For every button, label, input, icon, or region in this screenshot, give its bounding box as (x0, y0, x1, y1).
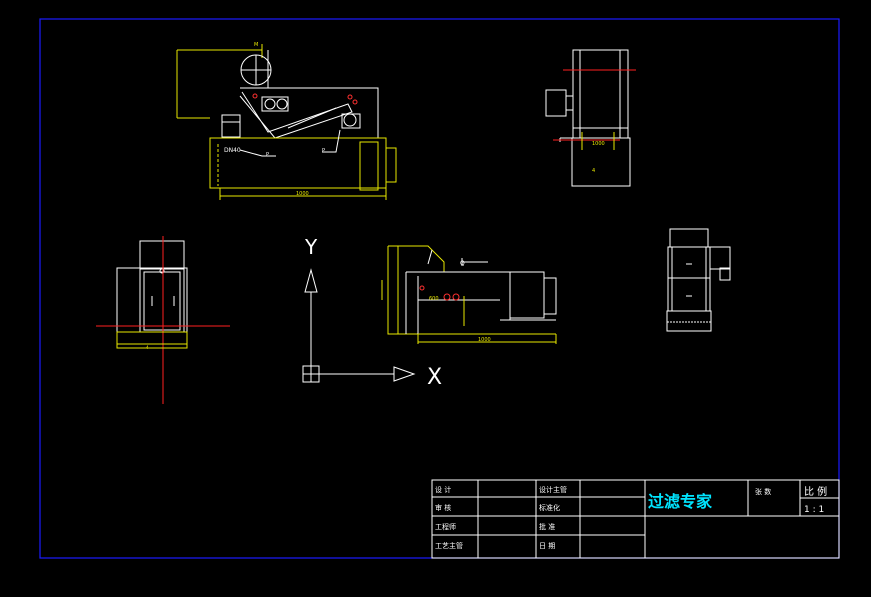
view4-dim-bottom: 1000 (478, 337, 491, 343)
ucs-x-label: X (427, 365, 442, 390)
ucs-icon (302, 268, 416, 383)
view1-dim-width: 1000 (296, 191, 309, 197)
view4-pivot (443, 293, 451, 301)
view1-motor-label: DN40 (224, 147, 241, 154)
front-elevation-view (381, 245, 557, 344)
title-row4-col3: 日 期 (539, 542, 555, 550)
left-end-view (96, 236, 230, 404)
title-brand: 过滤专家 (648, 492, 713, 511)
view1-belt (239, 91, 353, 139)
title-row1-col3: 设计主管 (539, 485, 567, 494)
ucs-y-label: Y (304, 235, 318, 259)
view2-dim-top: 1000 (592, 141, 605, 147)
title-scale-value: 1 : 1 (804, 505, 824, 515)
title-row4-label: 工艺主管 (435, 541, 463, 550)
view1-callout-2: P (322, 148, 325, 154)
view3-dim-label: 4 (146, 345, 149, 350)
title-row2-col3: 标准化 (539, 503, 560, 512)
view4-dim-width: 600 (429, 296, 439, 302)
view1-callout-top: M (254, 42, 258, 48)
view1-motor (221, 114, 241, 138)
title-row3-col3: 批 准 (539, 522, 555, 531)
view4-callout: Q (460, 260, 465, 267)
view4-dim-outline (387, 245, 445, 335)
view1-dim-outline (176, 49, 262, 119)
title-row1-label: 设 计 (435, 485, 451, 494)
view2-dim-bottom: 4 (592, 168, 595, 174)
right-end-view (666, 228, 731, 332)
title-row3-label: 工程师 (435, 522, 456, 531)
ucs-x-arrow (393, 366, 416, 382)
title-sheet-count: 张 数 (755, 487, 771, 496)
title-block-frame (431, 479, 840, 559)
view1-tank (209, 137, 387, 189)
side-view-upper (545, 49, 636, 187)
title-row2-label: 审 核 (435, 503, 451, 512)
title-scale-label: 比 例 (804, 485, 827, 498)
view1-pivot-marker (252, 93, 258, 99)
view1-callout-1: P (266, 152, 269, 158)
ucs-y-arrow (304, 268, 318, 293)
title-block (431, 479, 840, 559)
main-elevation-view (176, 44, 397, 200)
